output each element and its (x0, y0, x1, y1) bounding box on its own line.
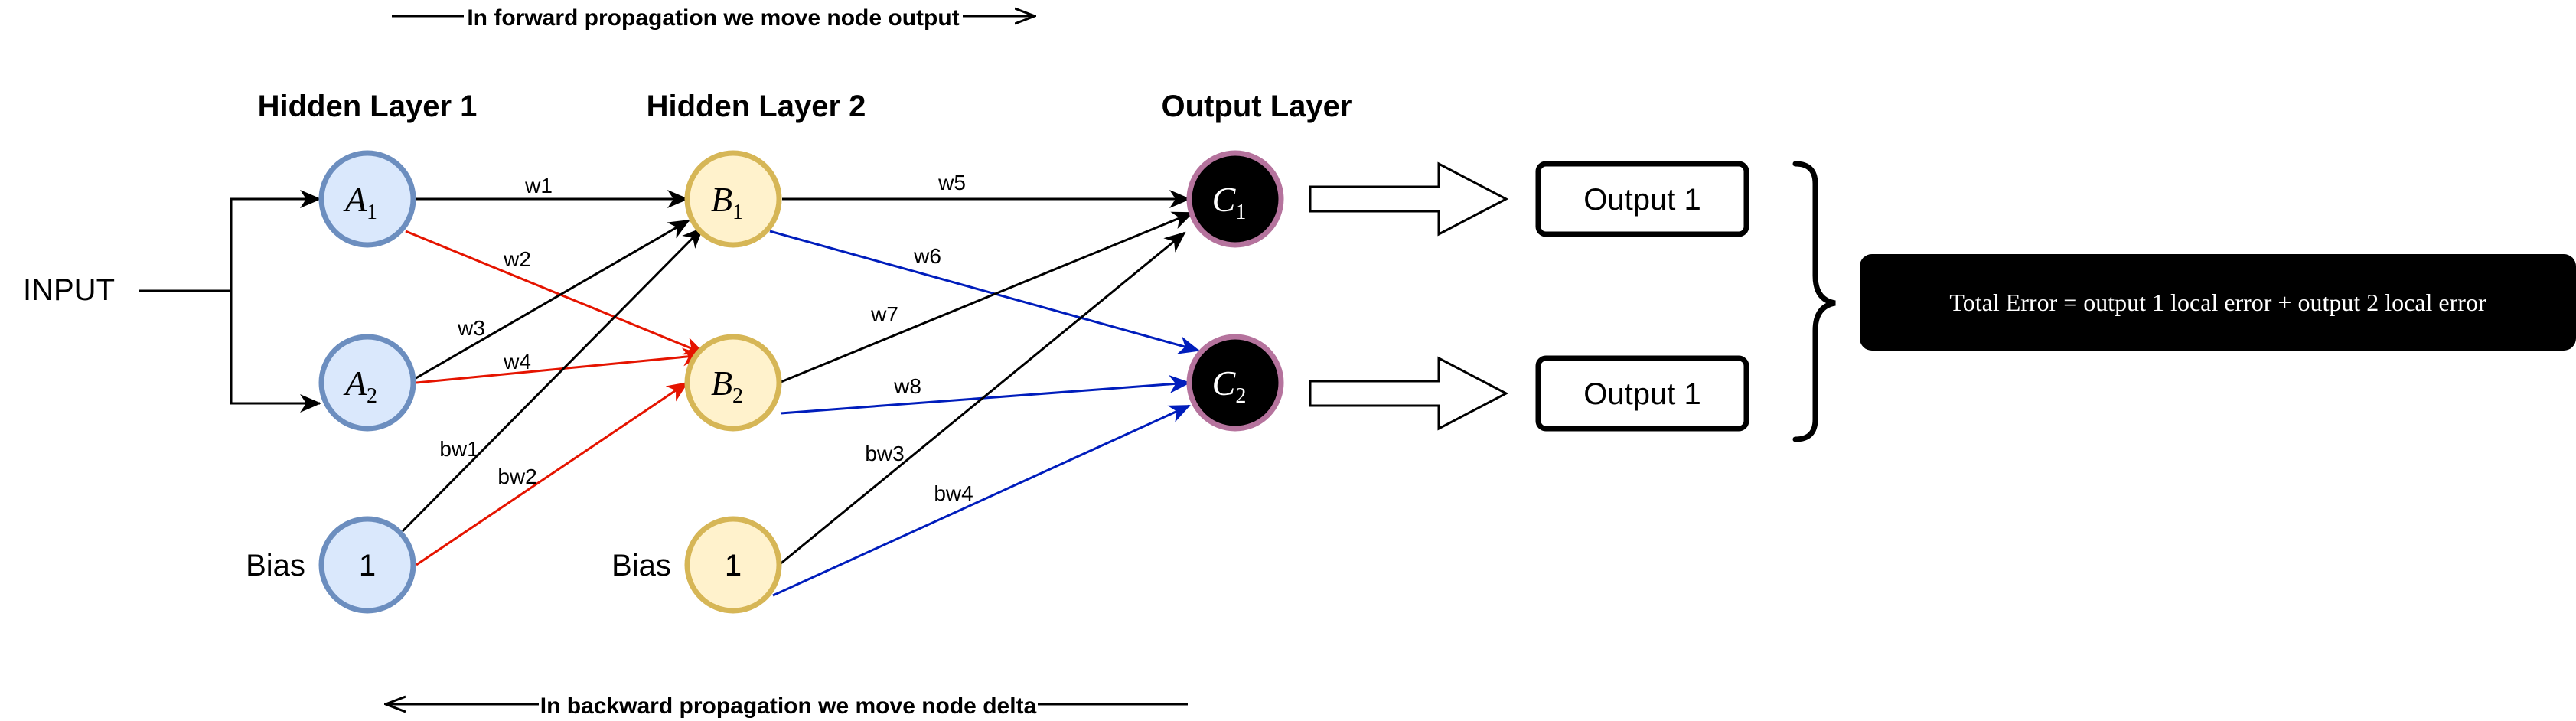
svg-text:C1: C1 (1212, 180, 1247, 224)
input-label: INPUT (23, 273, 115, 307)
node-bias-1: 1 (318, 516, 416, 614)
forward-propagation-arrow: In forward propagation we move node outp… (392, 2, 1035, 31)
hidden-layer-2-title: Hidden Layer 2 (647, 90, 866, 123)
node-a2: A2 (318, 334, 416, 432)
output-box-2-label: Output 1 (1583, 377, 1700, 411)
output-box-1-label: Output 1 (1583, 183, 1700, 217)
weight-label-bw3: bw3 (865, 442, 904, 465)
edges-layer2 (769, 190, 1200, 597)
edge-w6 (769, 230, 1200, 354)
weight-labels: w1 w2 w3 w4 bw1 bw2 w5 w6 w7 w8 bw3 bw4 (439, 171, 973, 505)
edge-bw2 (416, 381, 689, 566)
weight-label-w4: w4 (503, 350, 531, 374)
weight-label-w2: w2 (503, 247, 531, 271)
svg-text:A1: A1 (343, 180, 377, 224)
edge-w4 (416, 347, 704, 384)
block-arrow-2 (1309, 356, 1509, 431)
node-a1: A1 (318, 150, 416, 248)
svg-text:B1: B1 (711, 180, 743, 224)
weight-label-w5: w5 (937, 171, 966, 194)
output-box-1: Output 1 (1535, 161, 1749, 237)
curly-brace (1792, 161, 1836, 442)
edge-w8 (780, 374, 1191, 415)
weight-label-w1: w1 (524, 174, 553, 197)
svg-text:A2: A2 (343, 364, 377, 408)
svg-text:1: 1 (725, 549, 742, 582)
output-layer-title: Output Layer (1162, 90, 1352, 123)
bias-label-1: Bias (246, 549, 305, 582)
weight-label-bw2: bw2 (497, 465, 536, 488)
backward-caption: In backward propagation we move node del… (540, 693, 1037, 719)
node-c2: C2 (1186, 334, 1284, 432)
backward-propagation-arrow: In backward propagation we move node del… (386, 690, 1188, 719)
weight-label-bw1: bw1 (439, 437, 478, 461)
weight-label-bw4: bw4 (934, 481, 973, 505)
svg-text:1: 1 (359, 549, 376, 582)
block-arrow-1 (1309, 161, 1509, 237)
edge-bw4 (772, 404, 1191, 597)
node-b2: B2 (684, 334, 782, 432)
edge-w2 (405, 230, 706, 355)
edge-bw1 (401, 227, 704, 533)
edge-bw3 (778, 231, 1186, 566)
hidden-layer-1-title: Hidden Layer 1 (258, 90, 478, 123)
node-c1: C1 (1186, 150, 1284, 248)
node-b1: B1 (684, 150, 782, 248)
weight-label-w7: w7 (870, 302, 898, 326)
edge-w3 (412, 219, 690, 381)
input-connector (139, 190, 321, 413)
svg-text:C2: C2 (1212, 364, 1247, 408)
edges-layer1 (401, 190, 706, 566)
total-error-box: Total Error = output 1 local error + out… (1860, 254, 2576, 351)
weight-label-w3: w3 (457, 316, 485, 340)
output-box-2: Output 1 (1535, 355, 1749, 432)
node-bias-2: 1 (684, 516, 782, 614)
weight-label-w8: w8 (893, 374, 921, 398)
bias-label-2: Bias (611, 549, 671, 582)
forward-caption: In forward propagation we move node outp… (467, 5, 959, 31)
svg-text:B2: B2 (711, 364, 743, 408)
weight-label-w6: w6 (913, 244, 941, 268)
edge-w7 (778, 211, 1194, 384)
total-error-text: Total Error = output 1 local error + out… (1949, 289, 2486, 316)
